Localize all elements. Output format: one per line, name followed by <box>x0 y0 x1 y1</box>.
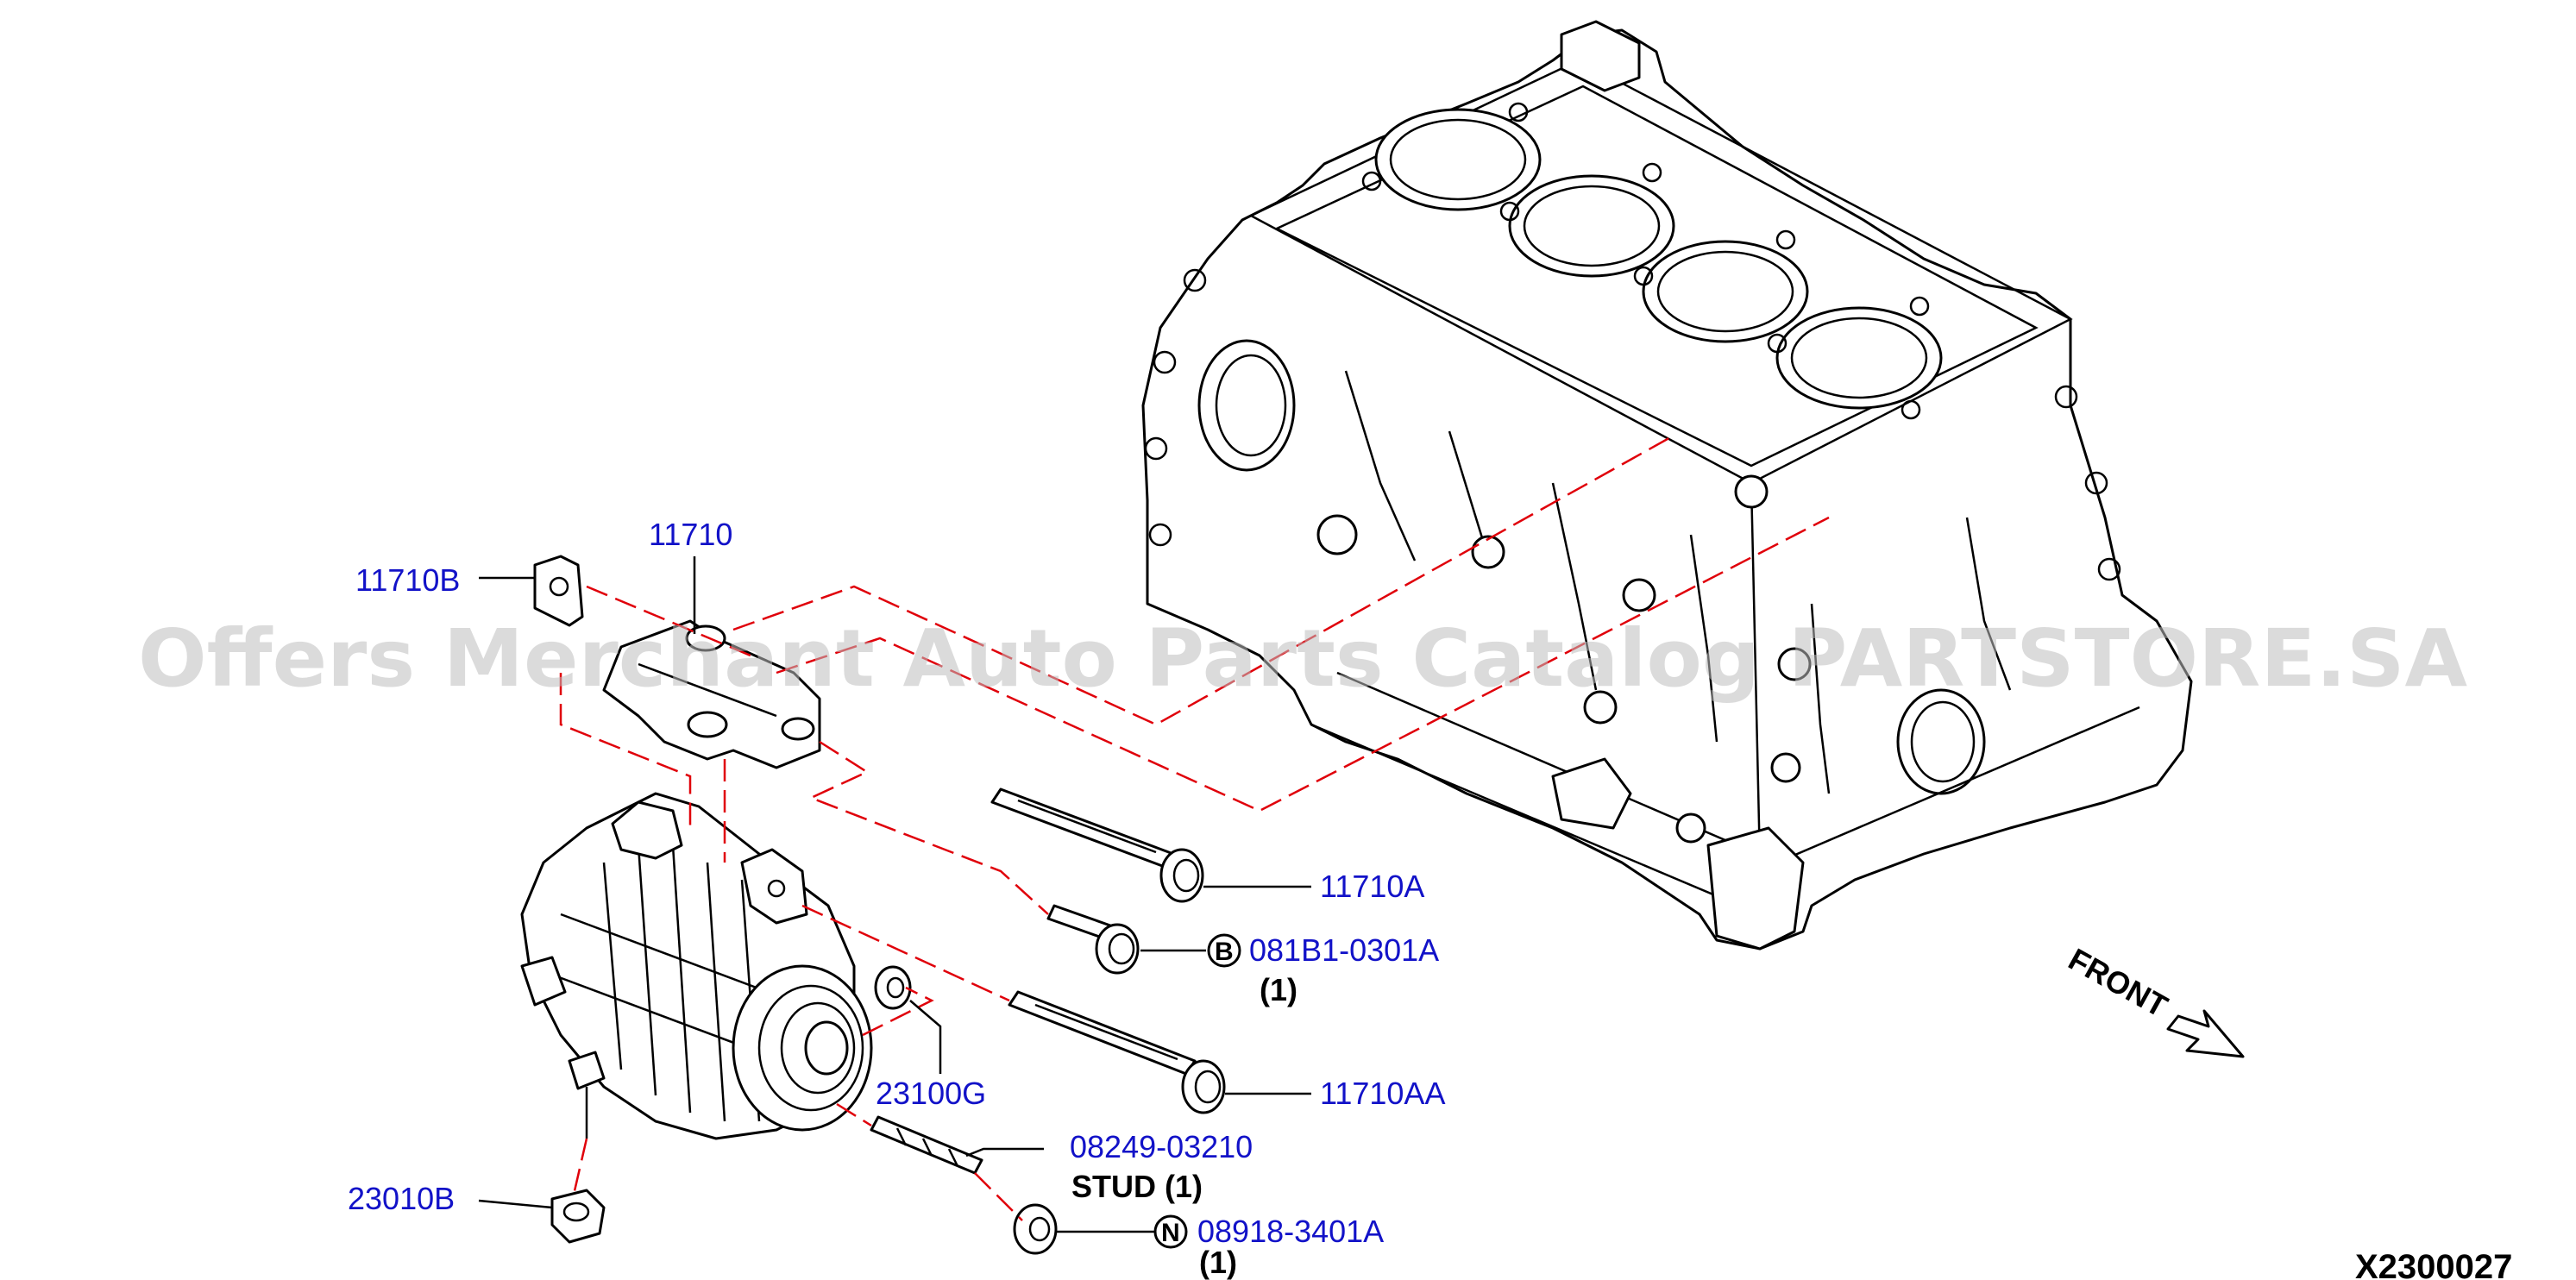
spacer-23100G <box>874 965 912 1010</box>
bracket-bushing <box>533 555 584 627</box>
front-indicator: FRONT <box>2063 941 2245 1058</box>
callout-23010B[interactable]: 23010B <box>348 1181 455 1216</box>
callout-081B1-0301A[interactable]: 081B1-0301A <box>1249 932 1439 968</box>
alternator-bracket <box>602 619 821 769</box>
qty-08918: (1) <box>1199 1245 1237 1280</box>
callout-11710A[interactable]: 11710A <box>1320 869 1424 904</box>
bolt-081B1-0301A <box>1046 904 1140 975</box>
stud-label: STUD (1) <box>1071 1169 1203 1204</box>
callout-23100G[interactable]: 23100G <box>876 1076 986 1111</box>
bolt-11710AA <box>1008 990 1226 1114</box>
badge-N <box>1153 1214 1188 1249</box>
badge-N-label: N <box>1161 1219 1180 1247</box>
stud-08249-03210 <box>870 1115 983 1175</box>
callout-08249-03210[interactable]: 08249-03210 <box>1070 1129 1253 1164</box>
callout-08918-3401A[interactable]: 08918-3401A <box>1197 1214 1384 1249</box>
front-label: FRONT <box>2063 941 2173 1024</box>
assembly-lines <box>559 434 1830 1221</box>
alternator <box>520 792 873 1140</box>
engine-block <box>1141 20 2193 951</box>
badge-B-label: B <box>1215 938 1234 966</box>
qty-081B1: (1) <box>1260 972 1297 1007</box>
nut-23010B <box>550 1189 606 1244</box>
callout-11710B[interactable]: 11710B <box>355 562 460 598</box>
nut-08918-3401A <box>1013 1203 1058 1255</box>
badge-B <box>1207 933 1241 968</box>
callout-11710[interactable]: 11710 <box>649 517 732 552</box>
leader-lines <box>478 556 1311 1233</box>
watermark: Offers Merchant Auto Parts Catalog PARTS… <box>138 612 2467 705</box>
diagram-code: X2300027 <box>2355 1248 2512 1280</box>
callout-11710AA[interactable]: 11710AA <box>1320 1076 1445 1111</box>
bolt-11710A <box>990 787 1204 903</box>
